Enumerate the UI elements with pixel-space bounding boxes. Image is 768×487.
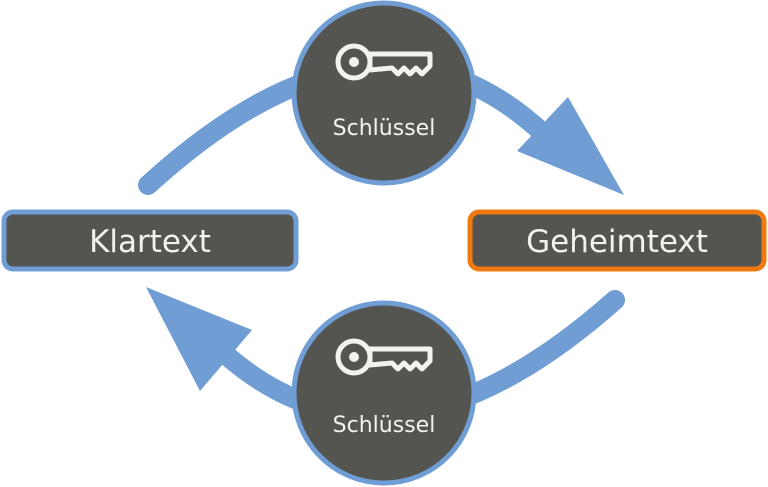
bottom-key-circle: Schlüssel [291, 300, 477, 486]
decrypt-arrowhead [146, 287, 252, 391]
top-key-circle: Schlüssel [291, 0, 477, 186]
top-key-label: Schlüssel [333, 116, 436, 141]
encrypt-arrowhead [517, 97, 624, 195]
ciphertext-node: Geheimtext [467, 209, 767, 272]
key-icon [335, 338, 433, 376]
plaintext-label: Klartext [89, 224, 211, 260]
plaintext-node: Klartext [1, 209, 299, 272]
key-icon [335, 43, 433, 81]
ciphertext-label: Geheimtext [526, 224, 708, 260]
bottom-key-label: Schlüssel [333, 413, 436, 438]
